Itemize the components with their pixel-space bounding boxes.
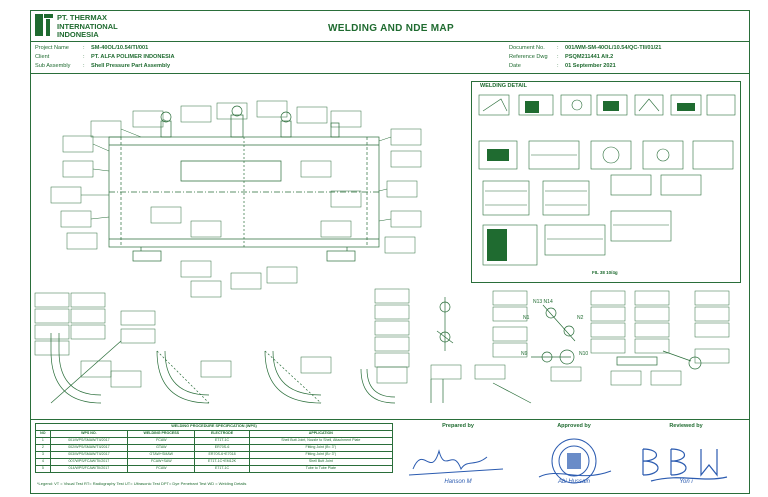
table-cell: GTAW+SMAW [127,451,196,459]
table-cell: E71T-1C [194,465,250,473]
meta-value: PSQM211441 Alt.2 [565,54,614,60]
approved-by-label: Approved by [557,423,591,429]
welding-detail-sketches [478,94,736,266]
table-cell: 001/WPS/SMAW/TII/2017 [49,437,129,445]
vessel-body [108,105,380,262]
table-cell: Shell Butt Joint [248,458,394,466]
approved-by-name: Abi Hussain [557,479,590,485]
document-title: WELDING AND NDE MAP [328,23,454,34]
company-name-line: INTERNATIONAL [57,21,118,31]
bend-assemblies [50,333,408,404]
column-header: WELDING PROCESS [127,430,196,438]
table-cell: 002/WPS/SMAW/TII/2017 [49,444,129,452]
table-cell: E71T-1C [194,437,250,445]
table-cell: 2 [35,444,51,452]
meta-label: Sub Assembly [35,63,71,69]
meta-row-date: Date:01 September 2021 [509,63,616,69]
table-cell: 003/WPS/SMAW/TII/2017 [49,451,129,459]
meta-row-client: Client:PT. ALFA POLIMER INDONESIA [35,54,175,60]
footer-divider [31,419,749,420]
inspector-stamp-icon [642,448,728,482]
callout-boxes [50,100,422,298]
table-cell: ER70S-6 [194,444,250,452]
wps-table-header: NO WPS NO. WELDING PROCESS ELECTRODE APP… [35,430,394,438]
nozzle-label: N2 [577,315,584,321]
welding-detail-panel: WELDING DETAIL FIL 38 10/4g [471,81,741,283]
meta-row-project: Project Name:SM-40OL/10.54/TI/001 [35,45,149,51]
table-cell: GTAW [127,444,196,452]
table-cell: 3 [35,451,51,459]
meta-divider [31,73,749,74]
table-cell: Fitting Joint (B< 3") [248,444,394,452]
approved-by-block: Approved by Abi Hussain [519,423,629,489]
prepared-by-name: Hanson M [444,479,472,485]
table-cell: FCAW [127,465,196,473]
meta-row-docno: Document No.:001/WM-SM-40OL/10.54/QC-TII… [509,45,662,51]
table-cell: 4 [35,458,51,466]
company-name: PT. THERMAX INTERNATIONAL INDONESIA [57,13,118,40]
meta-value: SM-40OL/10.54/TI/001 [91,45,149,51]
company-logo: PT. THERMAX INTERNATIONAL INDONESIA [35,13,135,48]
nozzle-label: N13 N14 [533,299,553,305]
table-cell: 5 [35,465,51,473]
header-divider [31,41,749,42]
meta-right: Document No.:001/WM-SM-40OL/10.54/QC-TII… [509,44,661,71]
table-cell: 014/WPS/FCAW/TII/2017 [49,465,129,473]
column-header: ELECTRODE [194,430,250,438]
prepared-by-block: Prepared by Hanson M [403,423,513,489]
company-stamp-icon [538,438,612,484]
meta-row-refdwg: Reference Dwg:PSQM211441 Alt.2 [509,54,614,60]
table-cell: E71T-1C+EM12K [194,458,250,466]
meta-value: PT. ALFA POLIMER INDONESIA [91,54,175,60]
column-header: WPS NO. [49,430,129,438]
wps-table-caption: WELDING PROCEDURE SPECIFICATION (WPS) [35,423,393,431]
nozzle-label: N1 [523,315,530,321]
nozzle-label: N9 [521,351,528,357]
meta-value: 001/WM-SM-40OL/10.54/QC-TII/01/21 [565,45,662,51]
meta-label: Project Name [35,45,69,51]
company-name-line: PT. THERMAX [57,13,108,22]
column-header: APPLICATION [248,430,394,438]
prepared-by-label: Prepared by [442,423,474,429]
meta-value: Shell Pressure Part Assembly [91,63,171,69]
nozzle-sketches [430,297,702,404]
table-cell: Tube to Tube Plate [248,465,394,473]
prepared-signature-icon [408,449,504,476]
table-cell: FCAW [127,437,196,445]
column-header: NO [35,430,51,438]
table-cell: FCAW+SAW [127,458,196,466]
meta-left: Project Name:SM-40OL/10.54/TI/001 Client… [35,44,175,71]
welding-detail-title: WELDING DETAIL [480,83,527,89]
meta-label: Reference Dwg [509,54,548,60]
table-cell: Fitting Joint (B> 3") [248,451,394,459]
table-cell: Shell Butt Joint, Nozzle to Shell, Attac… [248,437,394,445]
table-cell: ER70S-6+E7018 [194,451,250,459]
meta-label: Client [35,54,50,60]
thermax-logo-icon [35,14,53,36]
drawing-sheet: PT. THERMAX INTERNATIONAL INDONESIA WELD… [30,10,750,494]
meta-label: Date [509,63,521,69]
legend: *Legend: VT = Visual Test RT= Radiograph… [37,481,247,486]
weld-map-drawing [34,94,736,404]
meta-row-subassembly: Sub Assembly:Shell Pressure Part Assembl… [35,63,171,69]
table-cell: 1 [35,437,51,445]
nozzle-callout-lists [34,288,730,386]
reviewed-by-label: Reviewed by [669,423,703,429]
table-cell: 007/WPS/FCAW/TII/2017 [49,458,129,466]
reviewed-by-name: Yon i [679,479,693,485]
nozzle-label: N10 [579,351,589,357]
detail-caption: FIL 38 10/4g [592,270,618,275]
wps-table: WELDING PROCEDURE SPECIFICATION (WPS) NO… [35,423,394,473]
meta-value: 01 September 2021 [565,63,616,69]
reviewed-by-block: Reviewed by Yon i [631,423,741,489]
company-name-line: INDONESIA [57,30,99,39]
meta-label: Document No. [509,45,545,51]
